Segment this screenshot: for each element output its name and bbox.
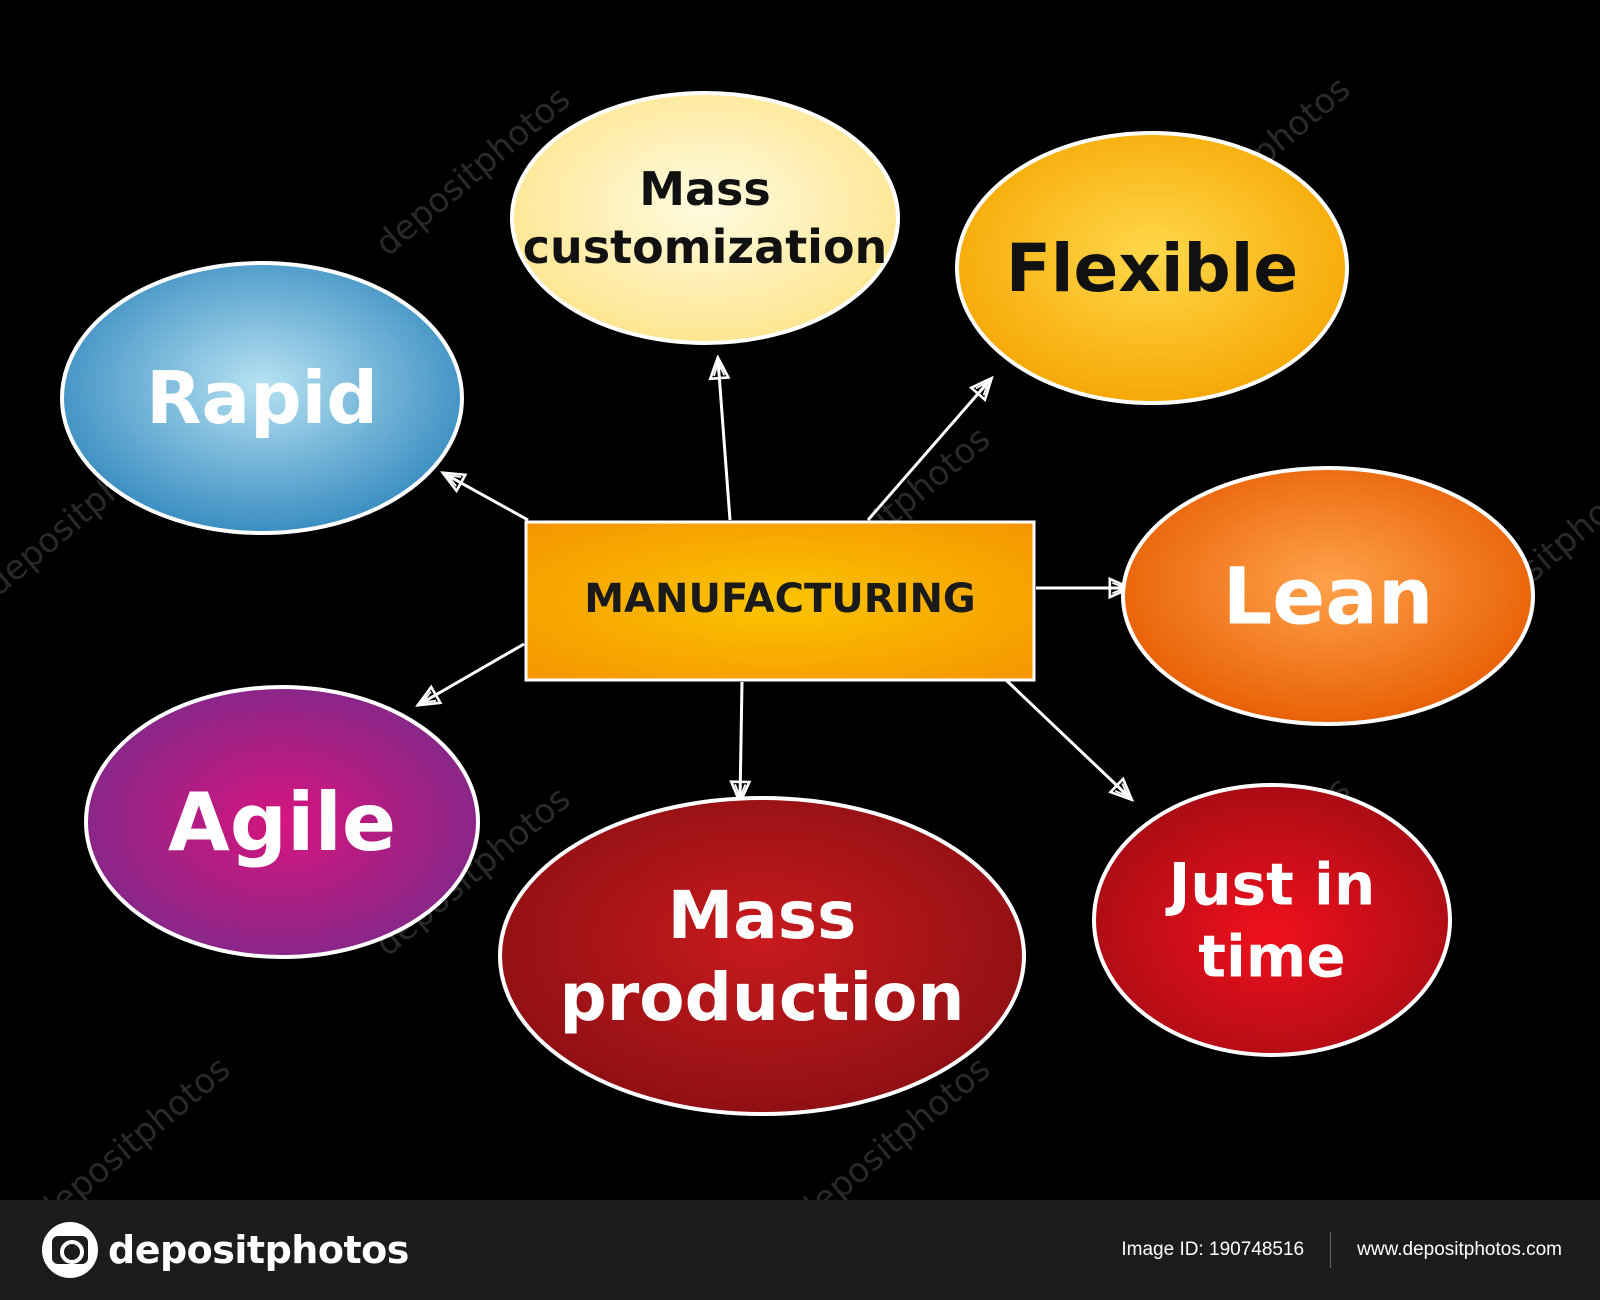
node-ellipse-agile: [84, 685, 480, 959]
node-label-mass-customization-line-1: Mass: [639, 162, 771, 216]
image-id: Image ID: 190748516: [1121, 1239, 1305, 1260]
node-label-lean-line-1: Lean: [1223, 552, 1434, 642]
connector-arrow-mass-production: [740, 681, 742, 800]
node-label-mass-production-line-2: production: [560, 959, 965, 1036]
node-label-rapid-line-1: Rapid: [146, 356, 378, 440]
connector-arrow-agile: [420, 642, 525, 704]
node-ellipse-lean: [1121, 466, 1535, 726]
node-label-just-in-time-line-2: time: [1198, 922, 1345, 990]
camera-icon: [42, 1222, 98, 1278]
node-label-mass-production-line-1: Mass: [668, 877, 857, 954]
central-topic: MANUFACTURING: [524, 520, 1036, 682]
node-rapid: Rapid: [60, 261, 464, 535]
stock-footer: depositphotos Image ID: 190748516 www.de…: [0, 1200, 1600, 1300]
connector-arrow-rapid: [445, 474, 529, 522]
divider: [1330, 1232, 1332, 1268]
brand-logo: depositphotos: [42, 1222, 409, 1278]
node-flexible: Flexible: [955, 131, 1349, 405]
connector-arrow-mass-customization: [718, 360, 732, 521]
node-ellipse-flexible: [955, 131, 1349, 405]
node-lean: Lean: [1121, 466, 1535, 726]
watermark-text: depositphotos: [28, 1049, 238, 1200]
node-ellipse-mass-customization: [510, 91, 900, 345]
node-label-just-in-time-line-1: Just in: [1165, 850, 1375, 918]
node-agile: Agile: [84, 685, 480, 959]
image-meta: Image ID: 190748516 www.depositphotos.co…: [1121, 1232, 1562, 1268]
node-ellipse-rapid: [60, 261, 464, 535]
connector-arrow-flexible: [866, 380, 990, 521]
node-label-flexible-line-1: Flexible: [1006, 230, 1298, 307]
brand-name: depositphotos: [108, 1228, 409, 1272]
connector-layer: [420, 360, 1130, 800]
node-ellipse-mass-production: [498, 796, 1026, 1116]
website-url: www.depositphotos.com: [1357, 1239, 1562, 1260]
node-label-mass-customization-line-2: customization: [523, 220, 888, 274]
central-topic-label: MANUFACTURING: [584, 576, 976, 622]
node-label-agile-line-1: Agile: [168, 776, 396, 869]
central-topic-box: [524, 520, 1036, 682]
connector-arrow-just-in-time: [1004, 678, 1130, 798]
node-ellipse-just-in-time: [1092, 783, 1452, 1057]
